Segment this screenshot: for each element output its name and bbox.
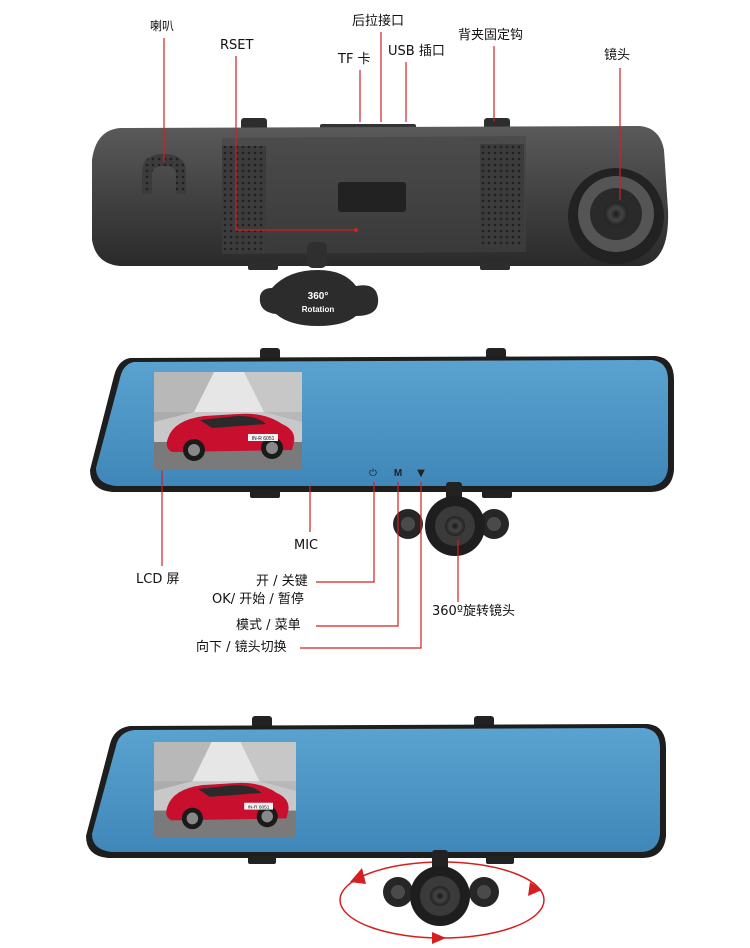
leader-mode [316,482,399,627]
plate-text-3: IN-R 6051 [248,805,270,811]
label-rear-port: 后拉接口 [352,14,405,29]
clip-bl [250,490,280,498]
label-back-clip: 背夹固定钩 [458,28,524,43]
leader-reset [235,56,356,231]
camera3-lens-icon [430,886,450,906]
plate-text: IN-R 6051 [252,436,275,442]
mount-text-1: 360° [308,291,329,302]
leader-lines-front [161,466,459,649]
rotation-arrow-bottom-icon [432,932,446,944]
leader-power [316,482,375,583]
ir-light-right-inner [487,517,501,531]
mount-stem [307,242,327,268]
clip3-br [486,856,514,864]
clip-tl [260,348,280,360]
vent-left [222,146,266,250]
mount-text-2: Rotation [302,305,335,314]
speaker-grille [142,154,186,194]
label-mode-key: 模式 / 菜单 [236,618,301,633]
power-icon[interactable]: ⏻ [369,468,377,479]
ir-light-left-inner [401,517,415,531]
label-lens: 镜头 [604,48,631,63]
clip-br [482,490,512,498]
rotation-arrow-left-icon [350,868,366,884]
ir3-right-inner [477,885,491,899]
rotation-arrow-right-icon [528,882,542,896]
down-arrow-icon[interactable]: ▼ [417,468,425,479]
leader-lines-top [163,32,621,231]
label-rotate-lens: 360º旋转镜头 [432,604,515,619]
label-tf-card: TF 卡 [338,52,371,67]
vent-right [480,144,524,248]
car-image-3: IN-R 6051 [154,742,296,838]
label-reset: RSET [220,38,254,53]
label-down-key: 向下 / 镜头切换 [196,640,287,655]
car-image: IN-R 6051 [154,372,302,470]
label-speaker: 喇叭 [150,19,175,33]
leader-down [300,482,422,649]
mount-plate [259,270,379,326]
lcd-screen-3: IN-R 6051 [154,742,296,838]
top-clip-left [241,118,267,130]
camera-stem-3 [432,850,448,870]
camera-stem [446,482,462,500]
bottom-clip-right [480,262,510,270]
ir3-left-inner [391,885,405,899]
lens-glass [604,202,628,226]
label-ok-key: OK/ 开始 / 暂停 [212,592,304,607]
mode-icon[interactable]: M [394,468,402,479]
label-lcd: LCD 屏 [136,572,180,587]
label-mic: MIC [294,538,319,553]
clip3-bl [248,856,276,864]
label-usb-port: USB 插口 [388,44,445,59]
clip3-tl [252,716,272,728]
lcd-screen-1: IN-R 6051 [154,372,302,470]
bottom-clip-left [248,262,278,270]
label-recess [338,182,406,212]
rear-view-device: 360° Rotation [92,118,669,326]
label-power-key: 开 / 关键 [256,574,308,589]
camera-lens-icon [445,516,465,536]
